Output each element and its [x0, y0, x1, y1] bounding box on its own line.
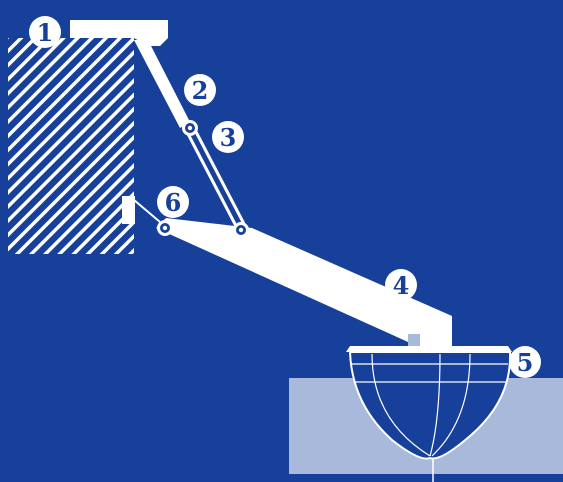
wall-bracket [122, 196, 135, 224]
pivot-joint [233, 222, 249, 238]
main-boom [156, 218, 452, 342]
callout-3: 3 [212, 121, 244, 153]
bracket-link [133, 199, 161, 223]
callout-2: 2 [184, 74, 216, 106]
pivot-joint [157, 220, 173, 236]
pivot-joint [182, 120, 198, 136]
callout-1: 1 [29, 16, 61, 48]
wall [8, 38, 134, 254]
hull-line [431, 353, 471, 457]
callout-6: 6 [157, 186, 189, 218]
top-arm [70, 20, 168, 46]
callout-label: 1 [37, 18, 54, 47]
hull-body [348, 351, 512, 460]
callout-5: 5 [509, 346, 541, 378]
callout-label: 2 [192, 76, 209, 105]
callout-label: 6 [165, 188, 182, 217]
link-rod [184, 129, 238, 227]
hull-line [371, 353, 431, 457]
callout-4: 4 [385, 269, 417, 301]
link-rod [192, 127, 246, 225]
callout-label: 4 [393, 271, 410, 300]
hull-line [429, 353, 441, 457]
boom-mount-post [420, 316, 452, 346]
upper-strut [134, 40, 190, 128]
callout-label: 5 [517, 348, 534, 377]
hull-deck [346, 346, 512, 352]
callout-label: 3 [220, 123, 237, 152]
